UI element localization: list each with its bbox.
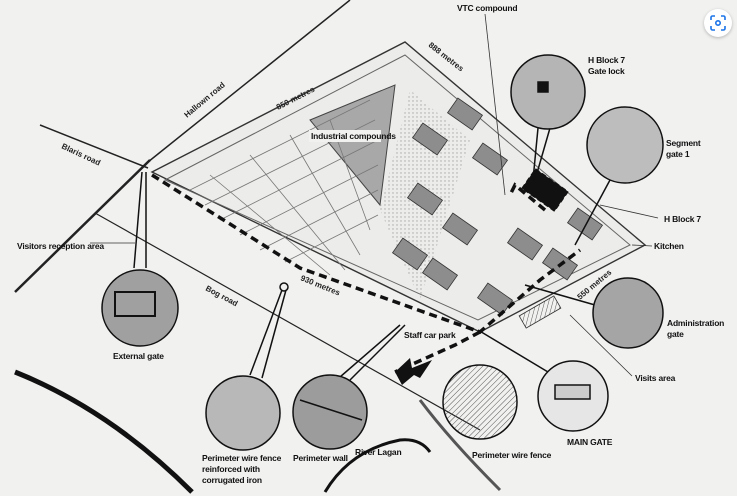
- label-h-block-7-gate-lock-line2: Gate lock: [588, 66, 625, 76]
- label-administration-gate-line2: gate: [667, 329, 684, 339]
- label-h-block-7-gate-lock-line1: H Block 7: [588, 55, 625, 65]
- label-reinforced-fence-line2: reinforced with: [202, 464, 260, 474]
- label-administration-gate-line1: Administration: [667, 318, 724, 328]
- label-visits-area: Visits area: [635, 373, 676, 383]
- main-road-sw: [14, 159, 151, 293]
- label-perimeter-wall: Perimeter wall: [293, 453, 348, 463]
- blaris-road: [39, 124, 149, 169]
- roads: [14, 0, 502, 494]
- label-visitors-reception: Visitors reception area: [17, 241, 104, 251]
- callout-main-gate: [477, 329, 609, 432]
- lens-search-icon: [710, 15, 726, 31]
- leader-lines: [90, 13, 659, 377]
- label-industrial-compounds: Industrial compounds: [311, 131, 396, 141]
- callout-segment-gate-1: [574, 106, 664, 246]
- callout-reinforced-fence: [205, 282, 289, 451]
- railway-line: [14, 369, 194, 494]
- industrial-compounds-area: [309, 84, 396, 207]
- label-river-lagan: River Lagan: [355, 447, 401, 457]
- label-perimeter-wire-fence: Perimeter wire fence: [472, 450, 552, 460]
- label-kitchen: Kitchen: [654, 241, 684, 251]
- label-external-gate: External gate: [113, 351, 164, 361]
- callout-h-block-7-gate-lock: [510, 54, 586, 181]
- callout-external-gate: [101, 171, 179, 347]
- callout-perimeter-wall: [292, 324, 406, 450]
- label-reinforced-fence-line1: Perimeter wire fence: [202, 453, 282, 463]
- lens-search-button[interactable]: [704, 9, 732, 37]
- river-lagan: [323, 438, 432, 493]
- hallown-road-label: Hallown road: [183, 80, 227, 119]
- callout-perimeter-wire-fence: [442, 364, 518, 440]
- label-main-gate: MAIN GATE: [567, 437, 613, 447]
- bog-road: [94, 212, 481, 431]
- label-segment-gate-line2: gate 1: [666, 149, 690, 159]
- label-staff-car-park: Staff car park: [404, 330, 456, 340]
- hallown-road: [147, 0, 351, 163]
- escape-arrow: [395, 358, 432, 385]
- label-segment-gate-line1: Segment: [666, 138, 701, 148]
- label-vtc-compound: VTC compound: [457, 3, 517, 13]
- callouts: [101, 54, 664, 451]
- prison-compound: [150, 41, 647, 385]
- service-road: [418, 399, 502, 492]
- label-reinforced-fence-line3: corrugated iron: [202, 475, 262, 485]
- callout-administration-gate: [524, 277, 664, 349]
- blaris-road-label: Blaris road: [60, 142, 102, 168]
- bog-road-label: Bog road: [204, 284, 239, 308]
- label-h-block-7: H Block 7: [664, 214, 701, 224]
